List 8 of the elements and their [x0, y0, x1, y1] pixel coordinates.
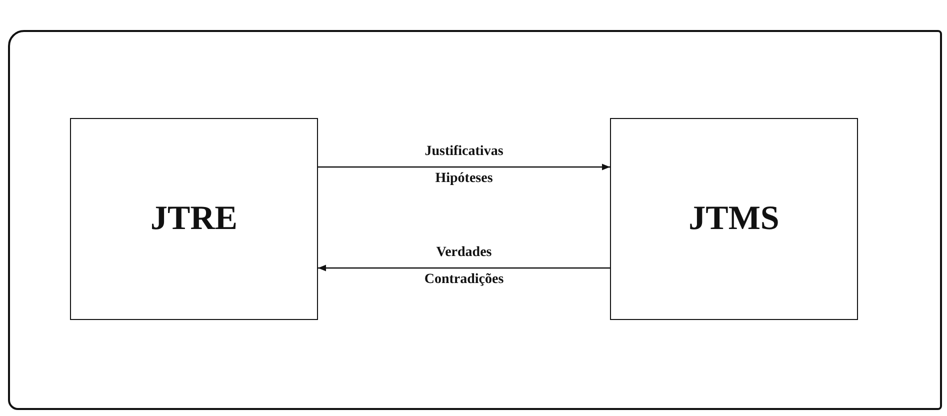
process-box — [70, 118, 318, 320]
box-title: JTRE — [150, 200, 238, 238]
edge-label: Verdades Contradições — [423, 244, 505, 289]
arrow — [318, 164, 610, 170]
box-title: JTMS — [688, 200, 780, 238]
process-box — [610, 118, 858, 320]
edge-label: Justificativas Hipóteses — [424, 143, 504, 188]
arrow — [318, 264, 610, 272]
